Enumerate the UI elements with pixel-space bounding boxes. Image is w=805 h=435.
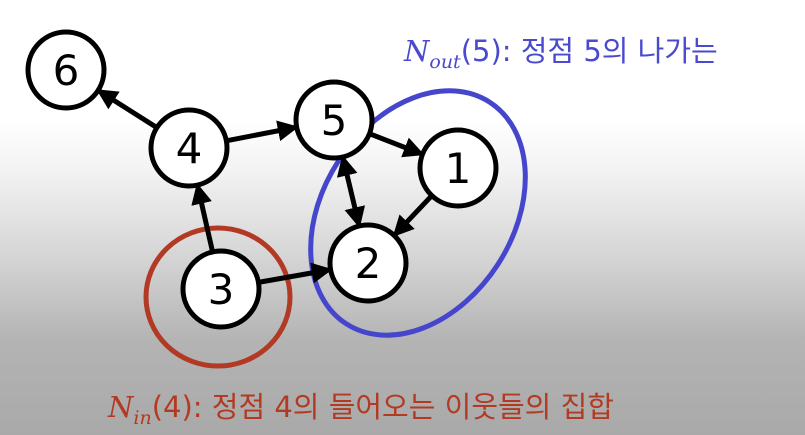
in-neighbors-caption: Nin(4): 정점 4의 들어오는 이웃들의 집합 bbox=[108, 384, 614, 429]
node-5: 5 bbox=[293, 79, 375, 161]
out-symbol: Nout bbox=[404, 34, 461, 73]
in-symbol: Nin bbox=[108, 390, 152, 429]
node-3: 3 bbox=[180, 248, 262, 330]
node-6: 6 bbox=[25, 29, 107, 111]
node-label: 2 bbox=[355, 239, 382, 288]
node-label: 5 bbox=[321, 96, 348, 145]
edge-4-5 bbox=[225, 120, 299, 144]
edge-5-2 bbox=[336, 154, 366, 229]
node-circle bbox=[417, 127, 499, 209]
node-2: 2 bbox=[327, 222, 409, 304]
out-caption-text: (5): 정점 5의 나가는 bbox=[460, 34, 718, 68]
edge-1-2 bbox=[392, 193, 434, 238]
node-label: 3 bbox=[208, 265, 235, 314]
node-4: 4 bbox=[148, 107, 230, 189]
node-circle bbox=[180, 248, 262, 330]
out-neighbors-caption: Nout(5): 정점 5의 나가는 bbox=[404, 28, 718, 73]
node-label: 1 bbox=[445, 144, 472, 193]
edge-3-2 bbox=[257, 262, 333, 285]
node-label: 4 bbox=[176, 124, 203, 173]
node-circle bbox=[327, 222, 409, 304]
edge-3-4 bbox=[191, 183, 216, 253]
in-neighbors-of-4-highlight bbox=[143, 225, 293, 369]
node-circle bbox=[25, 29, 107, 111]
node-label: 6 bbox=[53, 46, 80, 95]
node-circle bbox=[148, 107, 230, 189]
edge-4-6 bbox=[96, 88, 159, 130]
node-circle bbox=[293, 79, 375, 161]
in-caption-text: (4): 정점 4의 들어오는 이웃들의 집합 bbox=[151, 390, 614, 424]
edge-5-1 bbox=[368, 131, 425, 158]
node-1: 1 bbox=[417, 127, 499, 209]
